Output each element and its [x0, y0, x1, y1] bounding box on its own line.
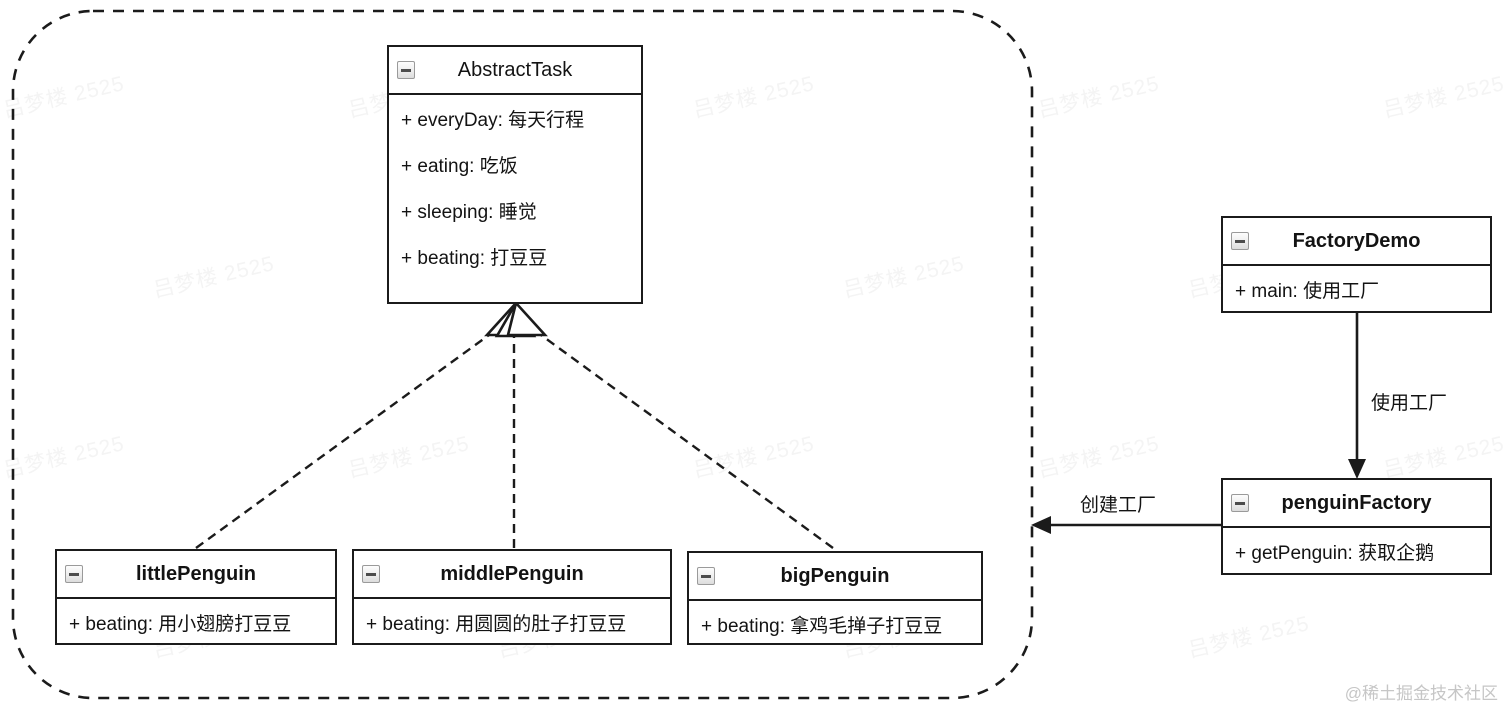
class-members: + beating: 用圆圆的肚子打豆豆 — [354, 599, 670, 645]
class-title-bar: AbstractTask — [389, 47, 641, 95]
class-member: + beating: 用小翅膀打豆豆 — [69, 613, 292, 635]
class-name: middlePenguin — [440, 563, 584, 585]
class-name: penguinFactory — [1281, 492, 1432, 514]
class-members: + everyDay: 每天行程 + eating: 吃饭 + sleeping… — [389, 95, 641, 279]
class-title-bar: bigPenguin — [689, 553, 981, 601]
class-member: + beating: 打豆豆 — [401, 247, 548, 269]
class-box-penguin-factory[interactable]: penguinFactory + getPenguin: 获取企鹅 — [1221, 478, 1492, 575]
class-name: littlePenguin — [136, 563, 256, 585]
class-box-factory-demo[interactable]: FactoryDemo + main: 使用工厂 — [1221, 216, 1492, 313]
class-members: + beating: 拿鸡毛掸子打豆豆 — [689, 601, 981, 647]
site-credit-watermark: @稀土掘金技术社区 — [1344, 684, 1498, 703]
realization-little-penguin — [195, 334, 490, 549]
class-box-abstract-task[interactable]: AbstractTask + everyDay: 每天行程 + eating: … — [387, 45, 643, 304]
class-name: AbstractTask — [457, 59, 573, 81]
class-name: FactoryDemo — [1292, 230, 1421, 252]
class-title-bar: littlePenguin — [57, 551, 335, 599]
class-box-middle-penguin[interactable]: middlePenguin + beating: 用圆圆的肚子打豆豆 — [352, 549, 672, 645]
class-member: + getPenguin: 获取企鹅 — [1235, 542, 1435, 564]
package-boundary — [11, 9, 1034, 700]
arrowhead-create-factory — [1031, 516, 1051, 534]
class-member: + everyDay: 每天行程 — [401, 109, 585, 131]
class-title-bar: FactoryDemo — [1223, 218, 1490, 266]
class-member: + main: 使用工厂 — [1235, 280, 1380, 302]
class-box-big-penguin[interactable]: bigPenguin + beating: 拿鸡毛掸子打豆豆 — [687, 551, 983, 645]
collapse-minus-icon[interactable] — [1231, 232, 1249, 250]
collapse-minus-icon[interactable] — [65, 565, 83, 583]
class-title-bar: penguinFactory — [1223, 480, 1490, 528]
class-name: bigPenguin — [780, 565, 890, 587]
realization-big-penguin — [540, 334, 834, 549]
class-members: + main: 使用工厂 — [1223, 266, 1490, 312]
class-member: + eating: 吃饭 — [401, 155, 518, 177]
arrowhead-use-factory — [1348, 459, 1366, 479]
class-title-bar: middlePenguin — [354, 551, 670, 599]
class-member: + beating: 用圆圆的肚子打豆豆 — [366, 613, 627, 635]
class-members: + getPenguin: 获取企鹅 — [1223, 528, 1490, 574]
inheritance-triangle-right — [506, 300, 548, 337]
collapse-minus-icon[interactable] — [1231, 494, 1249, 512]
class-members: + beating: 用小翅膀打豆豆 — [57, 599, 335, 645]
collapse-minus-icon[interactable] — [362, 565, 380, 583]
edge-label-use-factory: 使用工厂 — [1371, 393, 1448, 414]
edge-label-create-factory: 创建工厂 — [1080, 495, 1157, 516]
collapse-minus-icon[interactable] — [397, 61, 415, 79]
collapse-minus-icon[interactable] — [697, 567, 715, 585]
class-box-little-penguin[interactable]: littlePenguin + beating: 用小翅膀打豆豆 — [55, 549, 337, 645]
class-member: + sleeping: 睡觉 — [401, 201, 537, 223]
class-member: + beating: 拿鸡毛掸子打豆豆 — [701, 615, 943, 637]
